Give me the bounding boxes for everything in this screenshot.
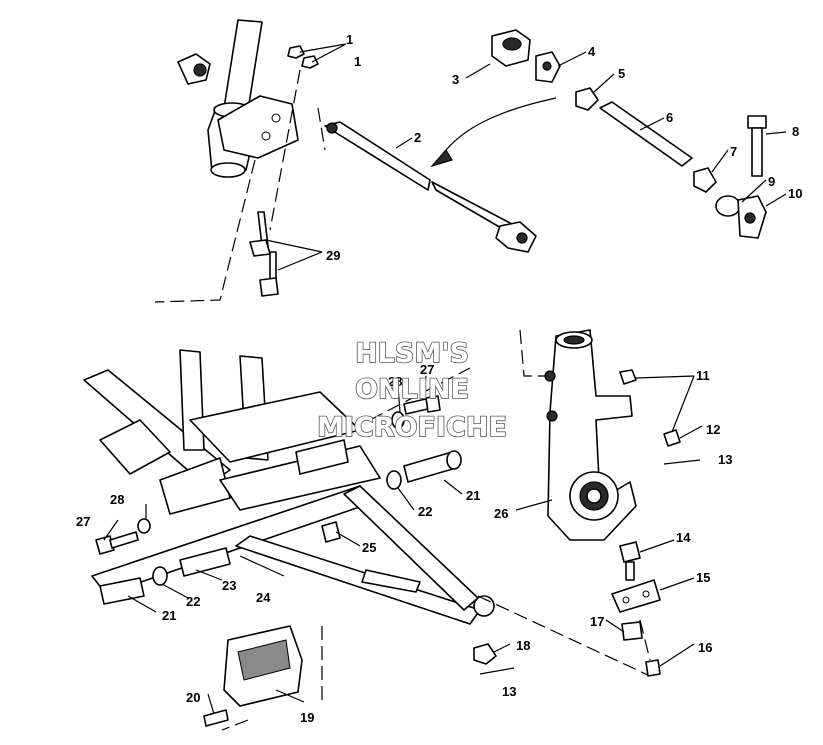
callout-23: 23: [222, 578, 236, 593]
bolts-29: [249, 211, 279, 297]
callout-27b: 27: [420, 362, 434, 377]
callout-8: 8: [792, 124, 799, 139]
callout-14: 14: [676, 530, 691, 545]
ball-joint-parts: [430, 29, 767, 239]
callout-17: 17: [590, 614, 604, 629]
lower-hardware: [473, 643, 515, 675]
watermark-line-3: MICROFICHE: [317, 412, 507, 443]
callout-16: 16: [698, 640, 712, 655]
frame: [83, 329, 556, 515]
callout-21b: 21: [162, 608, 176, 623]
watermark: HLSM'S ONLINE MICROFICHE: [316, 337, 507, 444]
callout-1a: 1: [346, 32, 353, 47]
callout-6: 6: [666, 110, 673, 125]
callout-28a: 28: [110, 492, 124, 507]
leader-lines: [103, 43, 787, 715]
spindle-knuckle: [544, 329, 701, 677]
callout-22b: 22: [186, 594, 200, 609]
callout-28b: 28: [388, 374, 402, 389]
callout-5: 5: [618, 66, 625, 81]
callout-7: 7: [730, 144, 737, 159]
callout-3: 3: [452, 72, 459, 87]
callout-25: 25: [362, 540, 376, 555]
callout-21a: 21: [466, 488, 480, 503]
a-arm: [91, 395, 651, 731]
callout-2: 2: [414, 130, 421, 145]
callout-24: 24: [256, 590, 271, 605]
callout-15: 15: [696, 570, 710, 585]
callout-12: 12: [706, 422, 720, 437]
callout-29: 29: [326, 248, 340, 263]
callout-20: 20: [186, 690, 200, 705]
callout-11: 11: [696, 368, 710, 383]
callout-10: 10: [788, 186, 802, 201]
callout-13b: 13: [502, 684, 516, 699]
skid-plate: [203, 625, 303, 727]
callout-22a: 22: [418, 504, 432, 519]
tie-rod: [324, 121, 537, 253]
callout-18: 18: [516, 638, 530, 653]
steering-column-assembly: [154, 19, 326, 303]
callout-13a: 13: [718, 452, 732, 467]
callout-27a: 27: [76, 514, 90, 529]
callout-4: 4: [588, 44, 596, 59]
callout-9: 9: [768, 174, 775, 189]
callout-19: 19: [300, 710, 314, 725]
watermark-line-2: ONLINE: [355, 374, 469, 405]
callout-1b: 1: [354, 54, 361, 69]
callout-labels: 1 1 2 3 4 5 6 7 8 9 10 11 12 13 13 14 15…: [76, 32, 802, 725]
callout-26: 26: [494, 506, 508, 521]
watermark-line-1: HLSM'S: [355, 338, 469, 369]
